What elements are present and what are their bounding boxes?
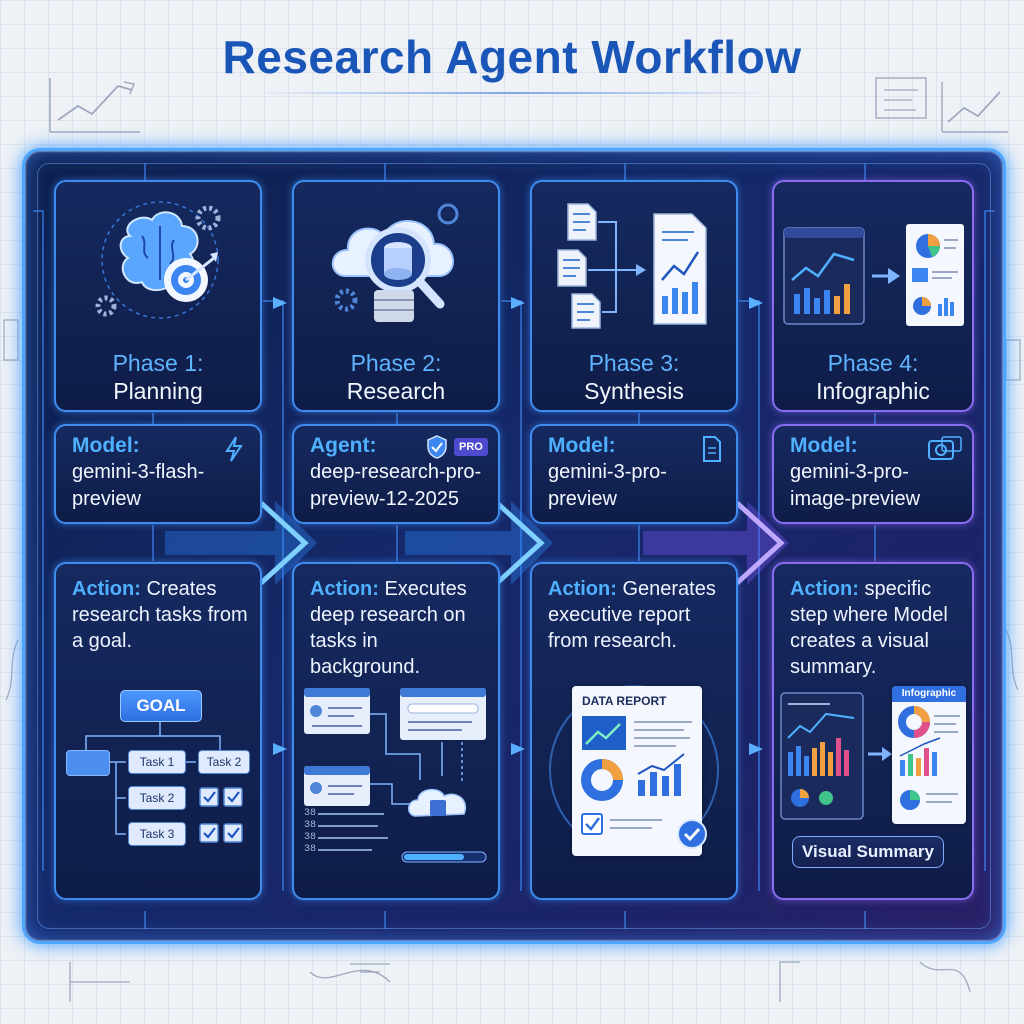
infographic-label: Infographic <box>892 686 966 702</box>
action-key: Action: <box>790 578 859 600</box>
infographic-graphics <box>898 706 960 810</box>
documents-merge-icon <box>557 203 707 329</box>
phase2-agent-card: Agent: PRO deep-research-pro- preview-12… <box>292 424 500 524</box>
task-1-box: Task 1 <box>128 750 186 774</box>
phase2-number: Phase 2: <box>350 350 442 376</box>
phase4-name: Infographic <box>816 378 930 404</box>
shield-check-icon <box>427 435 447 459</box>
phase4-number: Phase 4: <box>827 350 919 376</box>
sketch-doodles-left <box>3 319 19 701</box>
check-badge-icon <box>677 819 707 849</box>
action-text: Action: Executes deep research on tasks … <box>310 576 486 680</box>
task-tree-connectors <box>85 722 221 835</box>
title-underline <box>250 92 774 94</box>
lightning-icon <box>225 436 243 462</box>
image-gallery-icon <box>928 436 962 460</box>
phase1-header-card: Phase 1: Planning <box>54 180 262 412</box>
log-line-2: 38 <box>304 820 317 831</box>
phase4-model-card: Model: gemini-3-pro- image-preview <box>772 424 974 524</box>
model-key: Model: <box>72 434 140 457</box>
cloud-search-database-icon <box>331 203 459 322</box>
sketch-chart-left <box>49 78 140 133</box>
log-line-1: 38 <box>304 808 317 819</box>
checklist-icon <box>199 787 243 843</box>
brain-target-icon <box>95 201 221 319</box>
board-inner-frame <box>37 163 991 929</box>
action-key: Action: <box>310 578 379 600</box>
phase3-name: Synthesis <box>584 378 684 404</box>
sketch-doodles-right <box>1005 339 1021 691</box>
log-line-4: 38 <box>304 844 317 855</box>
action-description: Creates research tasks from a goal. <box>72 578 248 652</box>
goal-input-box <box>66 750 110 776</box>
action-description: Executes deep research on tasks in backg… <box>310 578 467 678</box>
phase2-action-card: Action: Executes deep research on tasks … <box>292 562 500 900</box>
phase1-number: Phase 1: <box>112 350 204 376</box>
circuit-traces <box>33 163 995 929</box>
dashboard-panel <box>780 692 864 820</box>
model-value: gemini-3-flash- preview <box>72 461 205 510</box>
phase3-header-card: Phase 3: Synthesis <box>530 180 738 412</box>
agent-value: deep-research-pro- preview-12-2025 <box>310 461 482 510</box>
phase3-number: Phase 3: <box>588 350 680 376</box>
action-key: Action: <box>548 578 617 600</box>
model-key: Model: <box>790 434 858 457</box>
goal-box: GOAL <box>120 690 202 722</box>
action-text: Action: specific step where Model create… <box>790 576 960 680</box>
research-windows-illustration <box>304 688 487 863</box>
phase3-model-card: Model: gemini-3-pro- preview <box>530 424 738 524</box>
agent-key: Agent: <box>310 434 377 457</box>
sketch-doodles-bottom <box>69 961 971 1002</box>
report-title: DATA REPORT <box>582 694 667 708</box>
phase1-action-card: Action: Creates research tasks from a go… <box>54 562 262 900</box>
arrow-right-icon <box>868 747 892 761</box>
action-text: Action: Generates executive report from … <box>548 576 724 654</box>
action-key: Action: <box>72 578 141 600</box>
phase4-action-card: Action: specific step where Model create… <box>772 562 974 900</box>
report-charts <box>581 716 692 835</box>
phase1-name: Planning <box>113 378 203 404</box>
action-description: Generates executive report from research… <box>548 578 716 652</box>
sketch-chart-right <box>875 77 1008 133</box>
visual-summary-label: Visual Summary <box>792 836 944 868</box>
infographic-panel: Infographic <box>892 686 966 824</box>
document-icon <box>703 436 721 462</box>
pro-badge: PRO <box>454 438 488 456</box>
task-2-box: Task 2 <box>128 786 186 810</box>
phase2-header-card: Phase 2: Research <box>292 180 500 412</box>
task-next-box: Task 2 <box>198 750 250 774</box>
phase2-name: Research <box>346 378 446 404</box>
dashboard-to-infographic-icon <box>783 224 964 326</box>
phase3-action-card: Action: Generates executive report from … <box>530 562 738 900</box>
model-key: Model: <box>548 434 616 457</box>
task-3-box: Task 3 <box>128 822 186 846</box>
model-value: gemini-3-pro- image-preview <box>790 461 921 510</box>
page-title: Research Agent Workflow <box>222 31 802 83</box>
phase1-model-card: Model: gemini-3-flash- preview <box>54 424 262 524</box>
action-text: Action: Creates research tasks from a go… <box>72 576 248 654</box>
phase4-header-card: Phase 4: Infographic <box>772 180 974 412</box>
log-line-3: 38 <box>304 832 317 843</box>
model-value: gemini-3-pro- preview <box>548 461 667 510</box>
action-description: specific step where Model creates a visu… <box>790 578 948 678</box>
